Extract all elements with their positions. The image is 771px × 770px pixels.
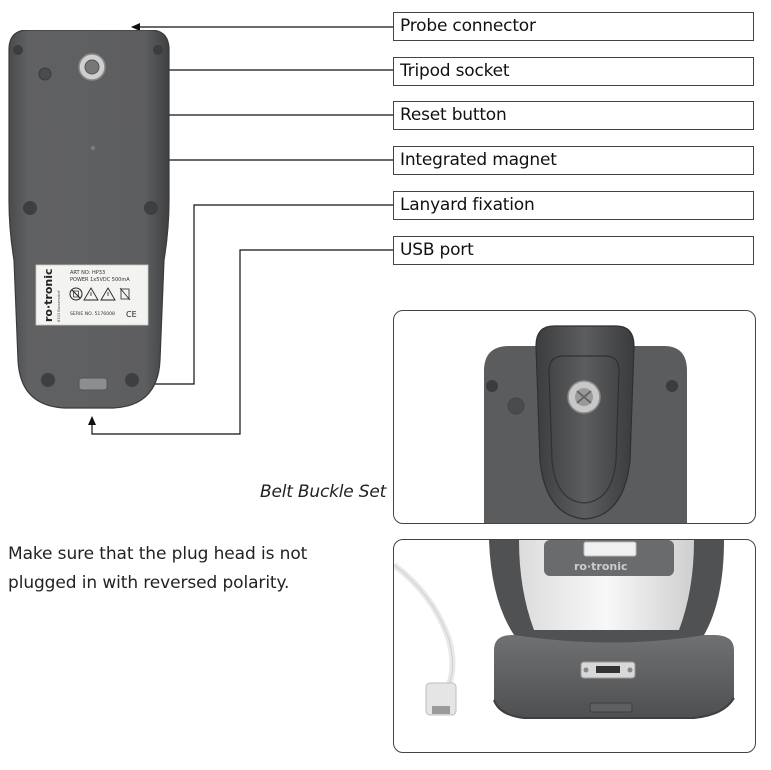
label-serie-no: SERIE NO. 5176008 (70, 311, 115, 317)
warning-icon (100, 287, 116, 301)
device-body (8, 30, 170, 409)
integrated-magnet-callout: Integrated magnet (393, 146, 754, 175)
usb-port-callout: USB port (393, 236, 754, 265)
belt-clip (535, 325, 635, 520)
usb-port-leader (88, 249, 393, 435)
tripod-socket-callout: Tripod socket (393, 57, 754, 86)
usb-port-slot (78, 377, 108, 391)
lanyard-fixation-leader (119, 204, 393, 388)
recycling-icon (119, 287, 131, 301)
charger-brand: ro·tronic (574, 560, 628, 573)
reset-button-callout: Reset button (393, 101, 754, 130)
integrated-magnet-mark (90, 145, 96, 151)
belt-buckle-caption: Belt Buckle Set (260, 482, 387, 502)
charger-display-window (583, 541, 637, 557)
label-art-no: ART NO: HP33 (70, 270, 105, 276)
lanyard-fixation-callout: Lanyard fixation (393, 191, 754, 220)
reset-button-hole (38, 67, 52, 81)
polarity-instruction: Make sure that the plug head is not plug… (8, 544, 308, 593)
charger-photo: ro·tronic (393, 539, 756, 753)
belt-buckle-illustration (484, 325, 687, 523)
usb-cable (394, 562, 456, 686)
belt-buckle-photo (393, 310, 756, 524)
label-ce-mark: CE (126, 310, 137, 319)
warning-icon (83, 287, 99, 301)
label-power: POWER 1x5VDC 500mA (70, 277, 130, 283)
charger-illustration: ro·tronic (394, 540, 735, 719)
label-brand: ro·tronic (42, 268, 55, 322)
no-disposal-icon (69, 287, 83, 301)
label-address: 8303 Bassersdorf (57, 290, 61, 322)
probe-connector-callout: Probe connector (393, 12, 754, 41)
device-back-illustration: ro·tronic 8303 Bassersdorf ART NO: HP33 … (8, 30, 170, 409)
